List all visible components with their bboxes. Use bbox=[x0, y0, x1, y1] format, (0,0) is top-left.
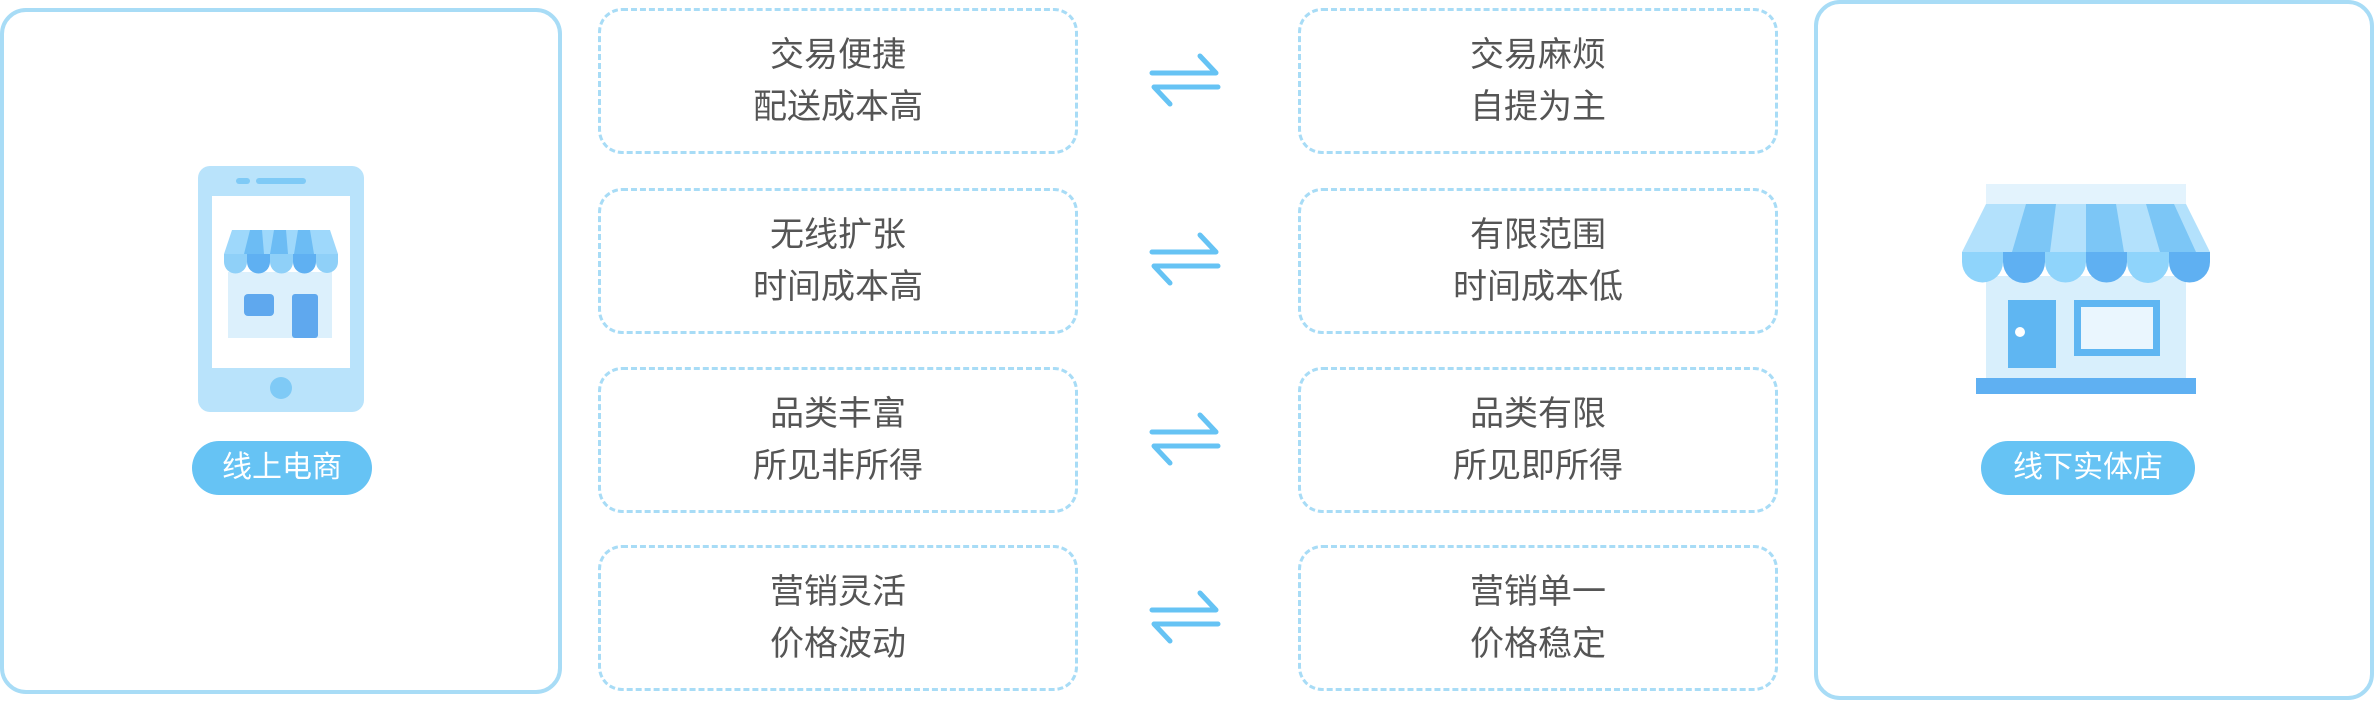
exchange-arrows-icon bbox=[1144, 405, 1226, 475]
feature-line: 时间成本高 bbox=[753, 267, 923, 307]
feature-line: 品类有限 bbox=[1470, 394, 1606, 434]
offline-feature-box: 营销单一 价格稳定 bbox=[1298, 545, 1778, 691]
feature-line: 有限范围 bbox=[1470, 215, 1606, 255]
online-label: 线上电商 bbox=[192, 441, 372, 495]
phone-store-icon bbox=[198, 166, 364, 412]
feature-line: 所见即所得 bbox=[1453, 446, 1623, 486]
feature-line: 无线扩张 bbox=[770, 215, 906, 255]
feature-line: 所见非所得 bbox=[753, 446, 923, 486]
online-feature-box: 品类丰富 所见非所得 bbox=[598, 367, 1078, 513]
feature-line: 配送成本高 bbox=[753, 87, 923, 127]
feature-line: 营销灵活 bbox=[770, 572, 906, 612]
offline-feature-box: 有限范围 时间成本低 bbox=[1298, 188, 1778, 334]
exchange-arrows-icon bbox=[1144, 583, 1226, 653]
feature-line: 品类丰富 bbox=[770, 394, 906, 434]
online-feature-box: 交易便捷 配送成本高 bbox=[598, 8, 1078, 154]
exchange-arrows-icon bbox=[1144, 225, 1226, 295]
offline-feature-box: 品类有限 所见即所得 bbox=[1298, 367, 1778, 513]
online-feature-box: 营销灵活 价格波动 bbox=[598, 545, 1078, 691]
storefront-icon bbox=[1960, 184, 2212, 396]
offline-label: 线下实体店 bbox=[1981, 441, 2195, 495]
feature-line: 交易麻烦 bbox=[1470, 35, 1606, 75]
offline-feature-box: 交易麻烦 自提为主 bbox=[1298, 8, 1778, 154]
feature-line: 时间成本低 bbox=[1453, 267, 1623, 307]
feature-line: 价格波动 bbox=[770, 624, 906, 664]
exchange-arrows-icon bbox=[1144, 46, 1226, 116]
feature-line: 营销单一 bbox=[1470, 572, 1606, 612]
feature-line: 自提为主 bbox=[1470, 87, 1606, 127]
feature-line: 交易便捷 bbox=[770, 35, 906, 75]
feature-line: 价格稳定 bbox=[1470, 624, 1606, 664]
online-feature-box: 无线扩张 时间成本高 bbox=[598, 188, 1078, 334]
